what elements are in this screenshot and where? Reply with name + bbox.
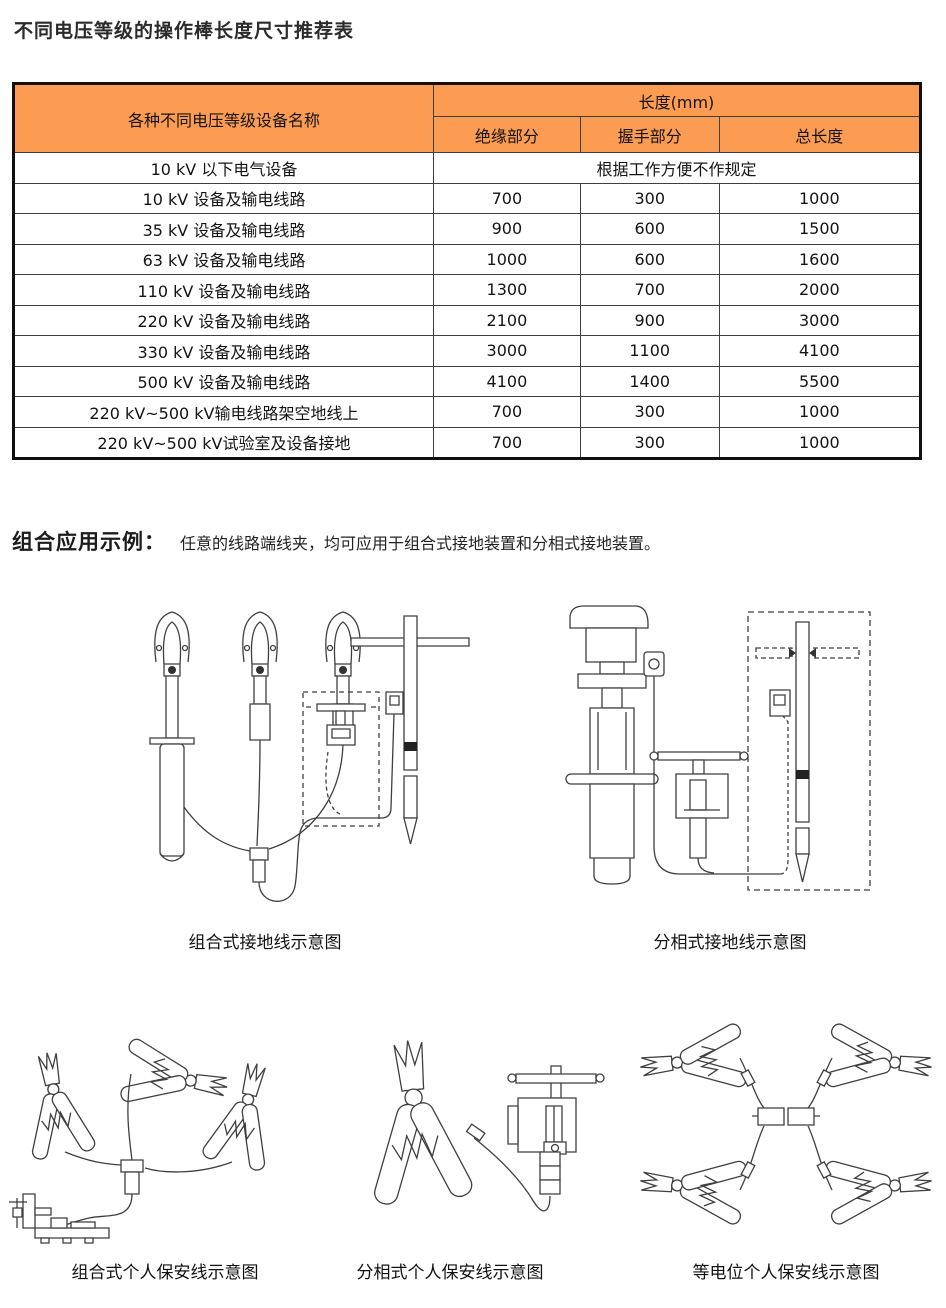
phase-grounding-diagram <box>540 592 920 917</box>
table-row: 110 kV 设备及输电线路 1300 700 2000 <box>13 274 922 306</box>
optional-rod-box <box>748 612 870 890</box>
grip-cell: 900 <box>579 304 720 336</box>
rail-clamp <box>9 1194 109 1243</box>
total-cell: 4100 <box>718 335 922 367</box>
insulation-cell: 4100 <box>432 365 581 397</box>
insulation-cell: 2100 <box>432 304 581 336</box>
center-coupler <box>752 1108 820 1125</box>
combined-grounding-diagram <box>55 592 475 917</box>
total-cell: 1000 <box>718 426 922 459</box>
ground-rod <box>756 622 859 882</box>
insulation-cell: 700 <box>432 426 581 459</box>
grip-cell: 300 <box>579 396 720 428</box>
table-row: 330 kV 设备及输电线路 3000 1100 4100 <box>13 335 922 367</box>
note-cell: 根据工作方便不作规定 <box>432 152 922 184</box>
phase-clamp <box>650 752 748 873</box>
grip-cell: 300 <box>579 426 720 459</box>
hook-clamp-pole-2 <box>243 612 277 740</box>
device-cell: 500 kV 设备及输电线路 <box>13 365 434 397</box>
screw-clamp <box>508 1066 604 1194</box>
figure-caption: 组合式接地线示意图 <box>188 933 342 953</box>
combined-safety-diagram <box>5 1035 291 1247</box>
device-cell: 330 kV 设备及输电线路 <box>13 335 434 367</box>
safety-cables <box>740 1058 832 1190</box>
figure-caption: 分相式接地线示意图 <box>653 933 807 953</box>
grip-cell: 1400 <box>579 365 720 397</box>
insulation-cell: 900 <box>432 213 581 245</box>
device-cell: 10 kV 以下电气设备 <box>13 152 434 184</box>
grip-cell: 1100 <box>579 335 720 367</box>
header-device-column: 各种不同电压等级设备名称 <box>13 83 434 153</box>
grip-cell: 600 <box>579 243 720 275</box>
alligator-clip <box>821 1146 937 1228</box>
device-cell: 10 kV 设备及输电线路 <box>13 182 434 214</box>
total-cell: 5500 <box>718 365 922 397</box>
total-cell: 1000 <box>718 396 922 428</box>
device-cell: 35 kV 设备及输电线路 <box>13 213 434 245</box>
table-row: 63 kV 设备及输电线路 1000 600 1600 <box>13 243 922 275</box>
device-cell: 63 kV 设备及输电线路 <box>13 243 434 275</box>
safety-cable <box>467 1124 550 1211</box>
figure-caption: 等电位个人保安线示意图 <box>692 1263 880 1283</box>
grip-cell: 600 <box>579 213 720 245</box>
alligator-clip <box>354 1034 478 1210</box>
total-cell: 1600 <box>718 243 922 275</box>
insulation-cell: 1000 <box>432 243 581 275</box>
insulation-cell: 700 <box>432 396 581 428</box>
insulation-cell: 3000 <box>432 335 581 367</box>
alligator-clip <box>635 1146 751 1228</box>
table-row: 500 kV 设备及输电线路 4100 1400 5500 <box>13 365 922 397</box>
hook-clamp-pole-1 <box>150 612 194 861</box>
device-cell: 220 kV~500 kV试验室及设备接地 <box>13 426 434 459</box>
header-length-group: 长度(mm) <box>432 83 922 117</box>
section-description: 任意的线路端线夹，均可应用于组合式接地装置和分相式接地装置。 <box>180 534 661 553</box>
length-spec-table: 各种不同电压等级设备名称 长度(mm) 绝缘部分 握手部分 总长度 10 kV … <box>12 82 922 460</box>
device-cell: 220 kV 设备及输电线路 <box>13 304 434 336</box>
grip-cell: 300 <box>579 182 720 214</box>
alligator-clip <box>821 1020 937 1102</box>
optional-clamp-box <box>303 692 379 826</box>
page-title: 不同电压等级的操作棒长度尺寸推荐表 <box>14 20 355 42</box>
total-cell: 3000 <box>718 304 922 336</box>
header-insulation: 绝缘部分 <box>432 116 581 153</box>
table-row: 10 kV 以下电气设备 根据工作方便不作规定 <box>13 152 922 184</box>
equipotential-safety-diagram <box>635 1020 937 1228</box>
alligator-clip <box>635 1020 751 1102</box>
table-row: 220 kV~500 kV试验室及设备接地 700 300 1000 <box>13 426 922 459</box>
insulation-cell: 1300 <box>432 274 581 306</box>
table-row: 10 kV 设备及输电线路 700 300 1000 <box>13 182 922 214</box>
alligator-clip <box>13 1046 99 1164</box>
phase-safety-diagram <box>354 1034 622 1247</box>
header-total: 总长度 <box>718 116 922 153</box>
grounding-pole <box>566 606 658 884</box>
ground-cable <box>654 676 780 874</box>
ground-cables <box>184 714 394 901</box>
figure-caption: 分相式个人保安线示意图 <box>356 1263 544 1283</box>
grip-cell: 700 <box>579 274 720 306</box>
section-line: 组合应用示例： 任意的线路端线夹，均可应用于组合式接地装置和分相式接地装置。 <box>12 526 660 556</box>
total-cell: 1500 <box>718 213 922 245</box>
cable-connector-box <box>644 652 664 676</box>
header-grip: 握手部分 <box>579 116 720 153</box>
device-cell: 110 kV 设备及输电线路 <box>13 274 434 306</box>
alligator-clip <box>116 1035 234 1121</box>
total-cell: 2000 <box>718 274 922 306</box>
insulation-cell: 700 <box>432 182 581 214</box>
device-cell: 220 kV~500 kV输电线路架空地线上 <box>13 396 434 428</box>
table-row: 35 kV 设备及输电线路 900 600 1500 <box>13 213 922 245</box>
total-cell: 1000 <box>718 182 922 214</box>
figure-caption: 组合式个人保安线示意图 <box>71 1263 259 1283</box>
line-end-clamp <box>306 704 376 814</box>
ground-rod <box>351 616 469 844</box>
alligator-clip <box>198 1054 291 1175</box>
section-heading: 组合应用示例： <box>12 530 166 554</box>
table-row: 220 kV 设备及输电线路 2100 900 3000 <box>13 304 922 336</box>
table-row: 220 kV~500 kV输电线路架空地线上 700 300 1000 <box>13 396 922 428</box>
